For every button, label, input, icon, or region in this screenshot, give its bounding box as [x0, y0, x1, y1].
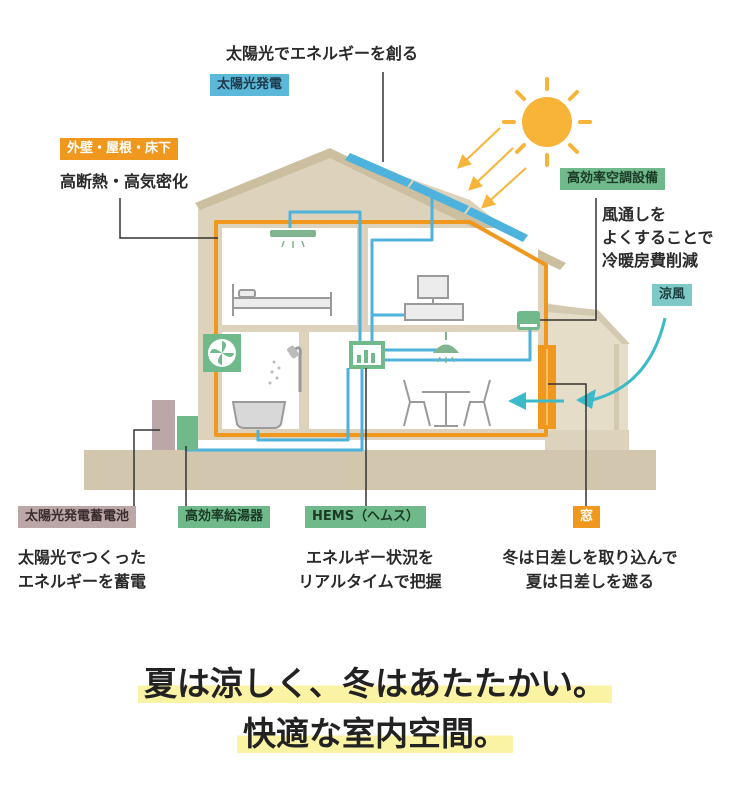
- ground: [84, 450, 656, 490]
- headline-line-1-text: 夏は涼しく、冬はあたたかい。: [138, 664, 612, 703]
- window-caption-line-2: 夏は日差しを遮る: [525, 572, 654, 591]
- headline-line-2-text: 快適な室内空間。: [237, 714, 513, 753]
- window-tag: 窓: [573, 506, 601, 528]
- hems-caption-line-1: エネルギー状況を: [305, 548, 434, 567]
- solar-power-tag: 太陽光発電: [210, 74, 290, 96]
- ceiling-light-icon: [270, 230, 316, 248]
- air-conditioner-icon: [517, 311, 540, 330]
- headline-line-2: 快適な室内空間。: [0, 712, 750, 756]
- bed-icon: [232, 284, 332, 316]
- water-heater-tag: 高効率給湯器: [178, 506, 271, 528]
- water-heater-icon: [177, 416, 198, 450]
- bathtub-icon: [231, 401, 287, 429]
- hems-tag: HEMS（ヘムス）: [305, 506, 427, 528]
- sun-icon: [502, 77, 592, 167]
- battery-caption-line-1: 太陽光でつくった: [18, 548, 147, 567]
- pendant-light-icon: [433, 332, 459, 363]
- window-caption-line-1: 冬は日差しを取り込んで: [502, 548, 678, 567]
- hems-caption-line-2: リアルタイムで把握: [298, 572, 442, 591]
- cool-breeze-tag: 涼風: [652, 284, 693, 306]
- storage-battery-icon: [152, 400, 175, 450]
- shower-icon: [268, 345, 302, 392]
- sunlight-arrows: [457, 127, 527, 209]
- tv-icon: [404, 275, 464, 321]
- dining-table-icon: [403, 379, 491, 427]
- exterior-wall-tag: 外壁・屋根・床下: [60, 138, 179, 160]
- leader-lines: [119, 72, 597, 506]
- window-icon: [538, 345, 556, 429]
- battery-caption-line-2: エネルギーを蓄電: [18, 572, 147, 591]
- ac-caption-line-1: 風通しを: [602, 205, 667, 224]
- insulation-line: [214, 220, 548, 437]
- ac-caption-line-3: 冷暖房費削減: [602, 251, 699, 270]
- headline-line-1: 夏は涼しく、冬はあたたかい。: [0, 662, 750, 706]
- air-conditioning-tag: 高効率空調設備: [560, 168, 666, 190]
- solar-panel-icon: [345, 153, 528, 242]
- storage-battery-tag: 太陽光発電蓄電池: [18, 506, 137, 528]
- ventilation-fan-icon: [203, 334, 241, 372]
- insulation-caption: 高断熱・高気密化: [60, 172, 189, 191]
- solar-caption: 太陽光でエネルギーを創る: [226, 44, 419, 63]
- hems-monitor-icon: [349, 341, 385, 369]
- ac-caption-line-2: よくすることで: [602, 228, 714, 247]
